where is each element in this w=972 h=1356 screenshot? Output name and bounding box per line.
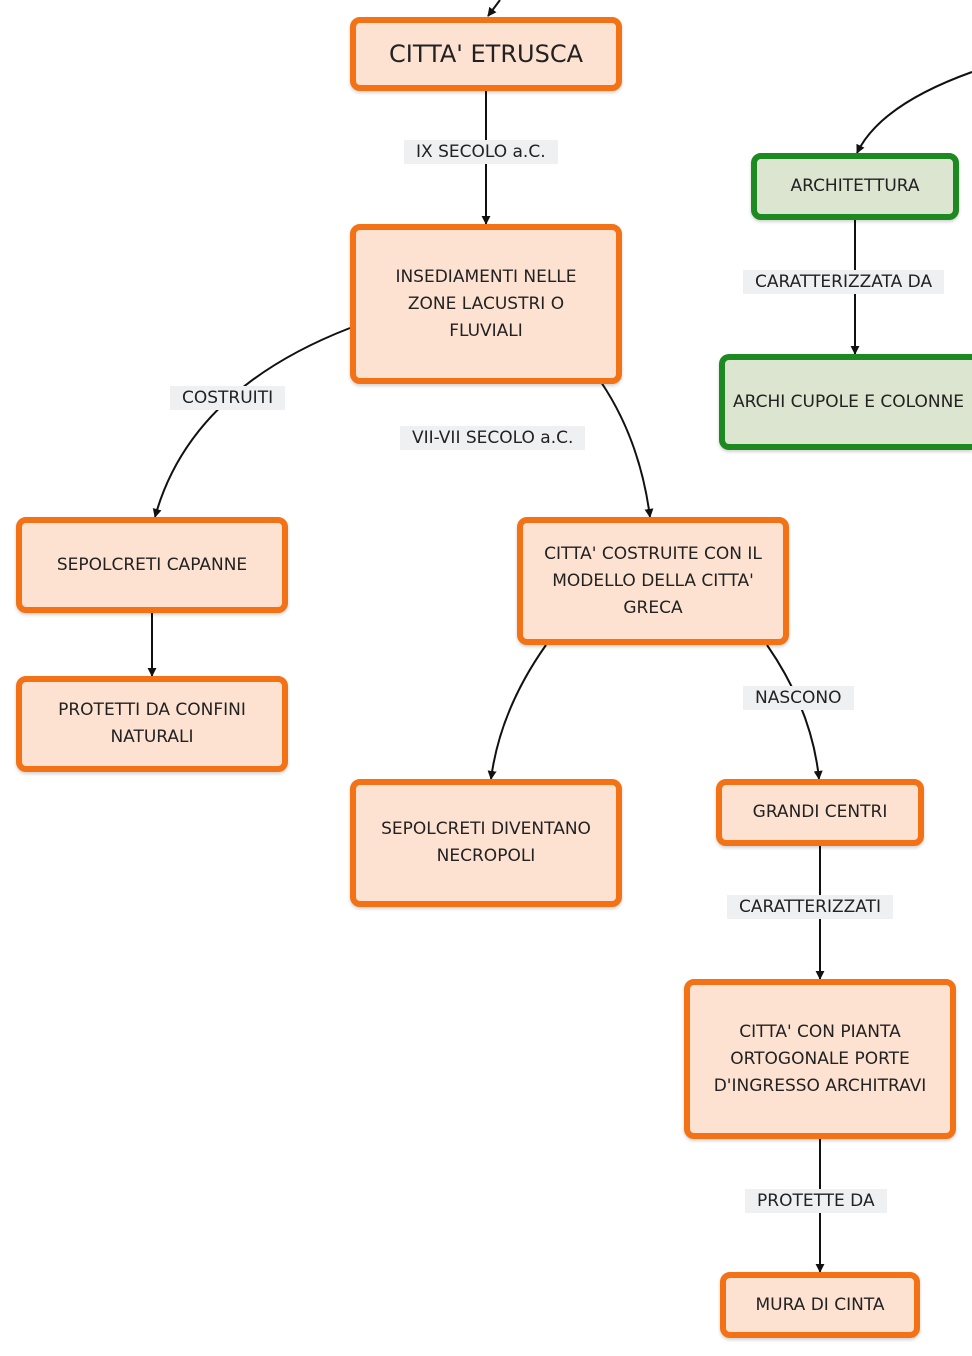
node-mura-di-cinta-text: MURA DI CINTA: [755, 1294, 885, 1315]
node-pianta-ortogonale-text: CITTA' CON PIANTA ORTOGONALE PORTE D'ING…: [713, 1021, 927, 1096]
node-necropoli[interactable]: SEPOLCRETI DIVENTANO NECROPOLI: [350, 779, 622, 907]
node-citta-etrusca-text: CITTA' ETRUSCA: [389, 39, 583, 68]
label-protette-da: PROTETTE DA: [745, 1189, 887, 1213]
edge-incoming-architettura: [856, 71, 972, 154]
node-architettura[interactable]: ARCHITETTURA: [751, 153, 959, 220]
label-costruiti: COSTRUITI: [170, 386, 286, 410]
label-caratterizzati: CARATTERIZZATI: [727, 895, 893, 919]
node-citta-costruite[interactable]: CITTA' COSTRUITE CON IL MODELLO DELLA CI…: [517, 517, 789, 645]
edge-insediamenti-to-citta-costruite: [600, 381, 654, 518]
node-mura-di-cinta[interactable]: MURA DI CINTA: [720, 1272, 920, 1338]
node-architettura-text: ARCHITETTURA: [790, 176, 920, 196]
label-nascono: NASCONO: [743, 686, 854, 710]
node-grandi-centri-text: GRANDI CENTRI: [752, 802, 888, 822]
node-insediamenti-text: INSEDIAMENTI NELLE ZONE LACUSTRI O FLUVI…: [395, 266, 577, 341]
node-sepolcreti-capanne-text: SEPOLCRETI CAPANNE: [56, 554, 248, 575]
node-grandi-centri[interactable]: GRANDI CENTRI: [716, 779, 924, 846]
node-archi-cupole-colonne[interactable]: ARCHI CUPOLE E COLONNE: [719, 354, 972, 450]
edge-citta-costruite-to-grandi-centri: [766, 644, 823, 780]
node-protetti-confini[interactable]: PROTETTI DA CONFINI NATURALI: [16, 676, 288, 772]
node-sepolcreti-capanne[interactable]: SEPOLCRETI CAPANNE: [16, 517, 288, 613]
node-insediamenti[interactable]: INSEDIAMENTI NELLE ZONE LACUSTRI O FLUVI…: [350, 224, 622, 384]
node-archi-cupole-colonne-text: ARCHI CUPOLE E COLONNE: [733, 391, 965, 412]
node-protetti-confini-text: PROTETTI DA CONFINI NATURALI: [58, 700, 246, 747]
node-citta-costruite-text: CITTA' COSTRUITE CON IL MODELLO DELLA CI…: [544, 543, 762, 618]
label-caratterizzata-da: CARATTERIZZATA DA: [743, 270, 945, 294]
edge-insediamenti-to-sepolcreti: [152, 327, 351, 518]
edge-citta-costruite-to-necropoli: [487, 644, 547, 780]
label-vii-secolo: VII-VII SECOLO a.C.: [400, 426, 586, 450]
node-citta-etrusca[interactable]: CITTA' ETRUSCA: [350, 17, 622, 91]
node-pianta-ortogonale[interactable]: CITTA' CON PIANTA ORTOGONALE PORTE D'ING…: [684, 979, 956, 1139]
node-necropoli-text: SEPOLCRETI DIVENTANO NECROPOLI: [381, 819, 591, 866]
label-ix-secolo: IX SECOLO a.C.: [404, 140, 558, 164]
edge-incoming-citta-etrusca: [487, 0, 501, 17]
